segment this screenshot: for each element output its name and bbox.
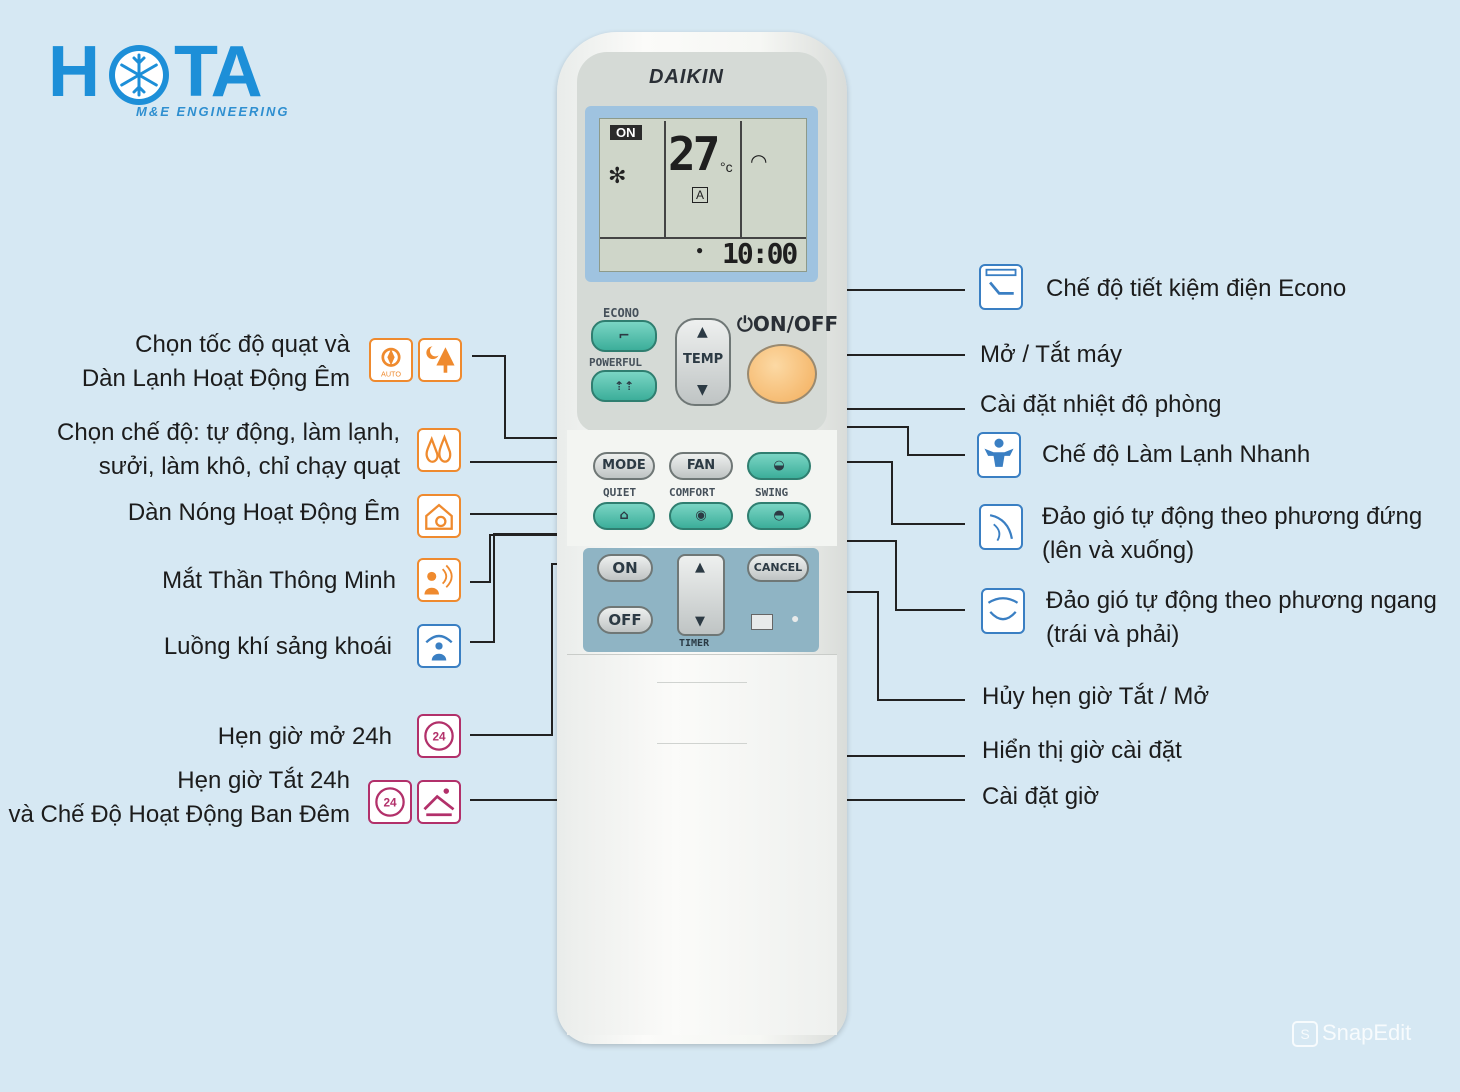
powerful-caption: POWERFUL: [589, 356, 642, 369]
house-quiet-icon: [417, 494, 461, 538]
drops-icon: [417, 428, 461, 472]
label-off-timer-1: Hẹn giờ Tắt 24h: [177, 767, 350, 794]
fan-button[interactable]: FAN: [669, 452, 733, 480]
person-airflow-icon: [417, 624, 461, 668]
label-fan-speed-2: Dàn Lạnh Hoạt Động Êm: [81, 365, 350, 392]
cancel-button[interactable]: CANCEL: [747, 554, 809, 582]
clock-button[interactable]: ▲ ▼: [677, 554, 725, 636]
timer-24-icon: 24: [368, 780, 412, 824]
label-fan-speed-1: Chọn tốc độ quạt và: [135, 331, 350, 358]
temp-label: TEMP: [683, 352, 724, 367]
label-powerful: Chế độ Làm Lạnh Nhanh: [1042, 441, 1311, 468]
logo-tagline: M&E ENGINEERING: [136, 104, 290, 119]
quiet-caption: QUIET: [603, 486, 637, 499]
timer-caption: TIMER: [679, 638, 710, 649]
person-sensor-icon: [417, 558, 461, 602]
night-mode-icon: [417, 780, 461, 824]
label-swing-v-1: Đảo gió tự động theo phương đứng: [1042, 503, 1423, 530]
fan-auto-icon: AUTO: [369, 338, 413, 382]
label-mode-2: sưởi, làm khô, chỉ chạy quạt: [98, 453, 400, 480]
svg-text:24: 24: [432, 730, 446, 744]
horizontal-swing-icon: [981, 588, 1025, 634]
lcd-snowflake-icon: ✻: [608, 163, 627, 188]
label-intelligent-eye: Mắt Thần Thông Minh: [162, 567, 396, 594]
outdoor-quiet-button[interactable]: ⌂: [593, 502, 655, 530]
label-swing-h-1: Đảo gió tự động theo phương ngang: [1046, 587, 1437, 614]
econo-caption: ECONO: [603, 306, 640, 320]
light-indicator-icon: ●: [791, 610, 800, 626]
vertical-swing-icon: [979, 504, 1023, 550]
lcd-swing-icon: ◠: [750, 151, 768, 173]
label-swing-h-2: (trái và phải): [1046, 621, 1180, 648]
lcd-divider-h: [600, 237, 806, 239]
label-econo: Chế độ tiết kiệm điện Econo: [1046, 275, 1347, 302]
on-off-button[interactable]: [747, 344, 817, 404]
timer-24-icon: 24: [417, 714, 461, 758]
lcd-unit: °c: [720, 159, 733, 175]
powerful-button[interactable]: ⇡⇡: [591, 370, 657, 402]
temp-down-icon[interactable]: ▼: [697, 382, 708, 398]
moon-tree-icon: [418, 338, 462, 382]
label-on-timer: Hẹn giờ mở 24h: [217, 723, 392, 750]
lcd-screen: ON ✻ 27 °c A ◠ ● 10:00: [599, 118, 807, 272]
snowflake-icon: [106, 42, 172, 108]
svg-text:AUTO: AUTO: [381, 369, 401, 378]
powerful-icon: [977, 432, 1021, 478]
svg-text:24: 24: [383, 796, 397, 810]
temp-button[interactable]: ▲ TEMP ▼: [675, 318, 731, 406]
lcd-timer-icon: ●: [696, 243, 704, 257]
logo-letter-h: H: [48, 32, 100, 112]
on-off-caption: ⏻ON/OFF: [737, 312, 839, 336]
clock-down-icon[interactable]: ▼: [695, 614, 705, 629]
mode-button[interactable]: MODE: [593, 452, 655, 480]
swing-vertical-button[interactable]: ◒: [747, 452, 811, 480]
on-off-caption-text: ON/OFF: [752, 312, 839, 336]
lcd-divider-v2: [740, 121, 742, 237]
lcd-on-indicator: ON: [610, 125, 642, 140]
label-swing-v-2: (lên và xuống): [1042, 537, 1195, 564]
logo-letters-ta: TA: [174, 32, 263, 112]
hota-logo: H TA M&E ENGINEERING: [48, 36, 308, 126]
label-cancel: Hủy hẹn giờ Tắt / Mở: [982, 683, 1210, 710]
econo-icon: [979, 264, 1023, 310]
watermark-logo-icon: S: [1292, 1021, 1318, 1048]
watermark-text: SnapEdit: [1322, 1020, 1412, 1045]
remote-control: DAIKIN ON ✻ 27 °c A ◠ ● 10:00 ECONO ⌐ PO…: [557, 32, 847, 1044]
swing-caption: SWING: [755, 486, 789, 499]
label-mode-1: Chọn chế độ: tự động, làm lạnh,: [57, 419, 400, 446]
label-comfort-airflow: Luồng khí sảng khoái: [163, 633, 392, 660]
label-clock: Cài đặt giờ: [982, 783, 1100, 810]
lcd-divider-v1: [664, 121, 666, 237]
battery-cover: [567, 654, 837, 1035]
display-button[interactable]: [751, 614, 773, 630]
clock-up-icon[interactable]: ▲: [695, 560, 705, 575]
temp-up-icon[interactable]: ▲: [697, 324, 708, 340]
lcd-temperature: 27: [668, 127, 720, 181]
lcd-fan-level: A: [692, 187, 709, 203]
label-display: Hiển thị giờ cài đặt: [982, 737, 1182, 764]
daikin-logo: DAIKIN: [649, 66, 724, 88]
comfort-caption: COMFORT: [669, 486, 716, 499]
intelligent-eye-button[interactable]: ◉: [669, 502, 733, 530]
swing-horizontal-button[interactable]: ◓: [747, 502, 811, 530]
label-on-off: Mở / Tắt máy: [980, 341, 1122, 368]
label-temp: Cài đặt nhiệt độ phòng: [980, 391, 1222, 418]
label-off-timer-2: và Chế Độ Hoạt Động Ban Đêm: [8, 801, 350, 828]
econo-button[interactable]: ⌐: [591, 320, 657, 352]
lcd-time: 10:00: [722, 237, 798, 270]
off-timer-button[interactable]: OFF: [597, 606, 653, 634]
cover-groove: [657, 682, 747, 744]
label-outdoor-quiet: Dàn Nóng Hoạt Động Êm: [127, 499, 400, 526]
on-timer-button[interactable]: ON: [597, 554, 653, 582]
